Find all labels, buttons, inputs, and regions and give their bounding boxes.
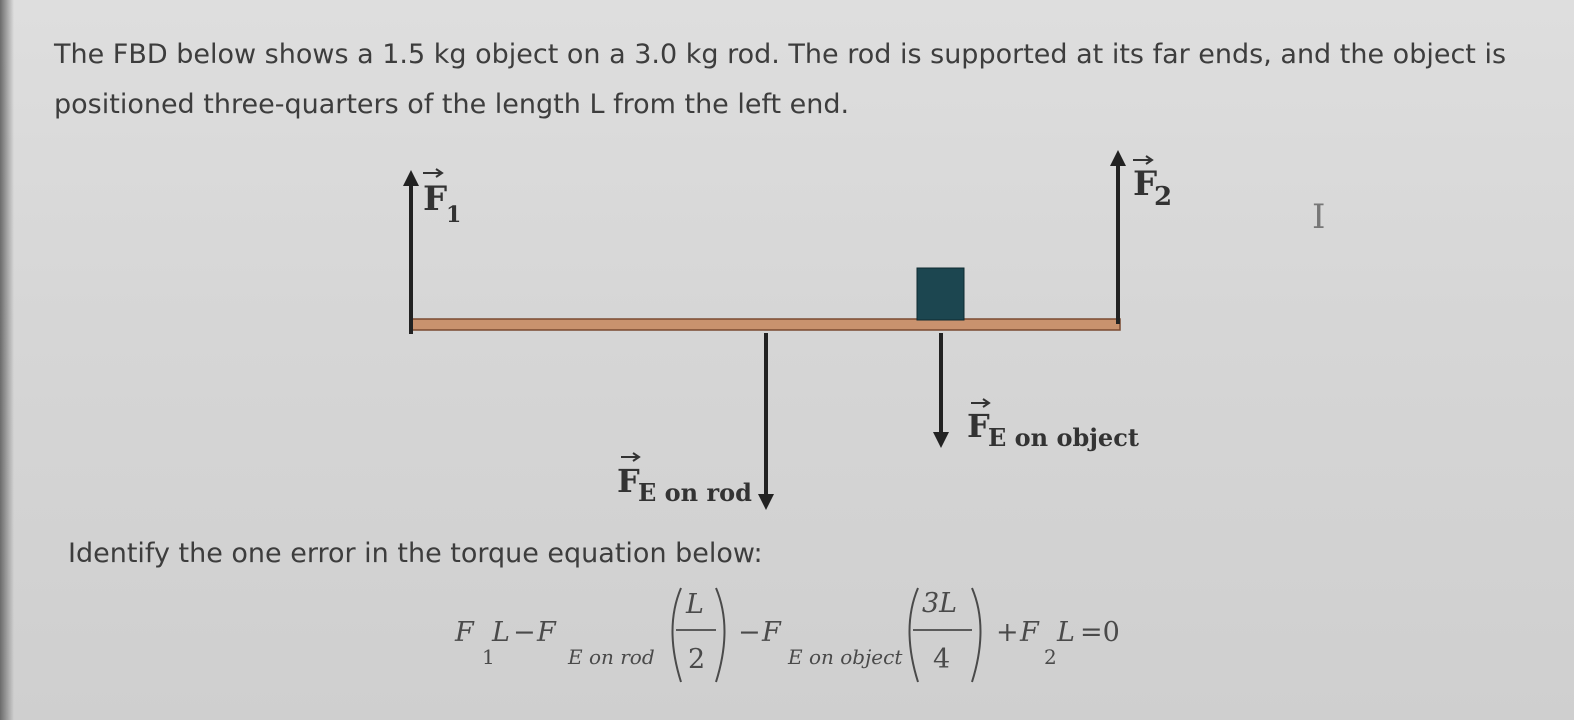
f2-subscript: 2 [1154, 182, 1172, 212]
eq-l1: L [491, 617, 510, 648]
eq-frac2-den: 4 [933, 644, 950, 675]
eq-f2: F [1019, 617, 1040, 648]
fe-rod-subscript: E on rod [638, 478, 752, 507]
eq-paren-open-1 [671, 587, 682, 683]
eq-f1: F [454, 617, 475, 648]
eq-f-rod: F [536, 617, 557, 648]
f1-subscript: 1 [446, 202, 461, 228]
f1-symbol: F [423, 179, 447, 219]
eq-object-sub: E on object [787, 645, 903, 669]
eq-minus-1: − [513, 617, 536, 648]
eq-frac1-num: L [685, 589, 704, 620]
text-cursor-icon: I [1312, 197, 1326, 237]
eq-equals-zero: =0 [1080, 617, 1120, 648]
f1-label: F 1 [423, 168, 461, 228]
eq-f2-sub: 2 [1044, 645, 1057, 669]
fe-object-subscript: E on object [988, 423, 1139, 452]
eq-paren-open-2 [908, 587, 919, 683]
window-edge-shadow [0, 0, 14, 720]
eq-paren-close-1 [715, 587, 726, 683]
eq-rod-sub: E on rod [567, 645, 655, 669]
eq-frac2-num: 3L [922, 588, 957, 619]
fe-object-label: F E on object [967, 398, 1139, 452]
fe-rod-label: F E on rod [617, 452, 752, 507]
eq-f1-sub: 1 [482, 645, 495, 669]
f2-symbol: F [1133, 164, 1157, 204]
fe-object-symbol: F [967, 407, 990, 445]
eq-plus: + [996, 617, 1019, 648]
eq-l2: L [1056, 617, 1075, 648]
question-text: Identify the one error in the torque equ… [68, 538, 763, 569]
f2-label: F 2 [1133, 155, 1172, 212]
problem-statement: The FBD below shows a 1.5 kg object on a… [54, 30, 1534, 130]
eq-f-object: F [761, 617, 782, 648]
object-block [916, 267, 965, 321]
eq-paren-close-2 [971, 587, 982, 683]
eq-frac1-den: 2 [688, 644, 705, 675]
problem-line-1: The FBD below shows a 1.5 kg object on a… [54, 39, 1507, 70]
eq-minus-2: − [738, 617, 761, 648]
fe-rod-symbol: F [617, 462, 640, 500]
problem-line-2: positioned three-quarters of the length … [54, 89, 850, 120]
